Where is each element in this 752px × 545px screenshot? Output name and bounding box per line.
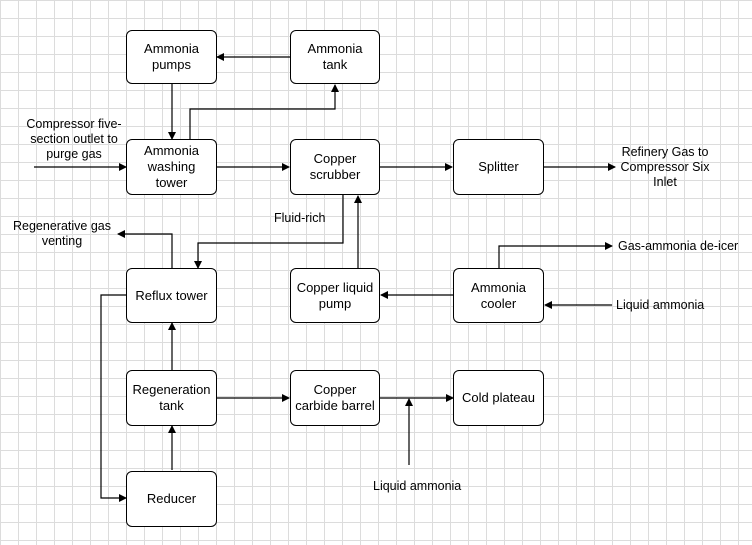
edge-cooler-to-deicer bbox=[498, 242, 613, 268]
node-splitter[interactable]: Splitter bbox=[453, 139, 544, 195]
label-liquid-ammonia-bottom: Liquid ammonia bbox=[373, 479, 462, 493]
node-copper-carbide-barrel-label: Copper carbide barrel bbox=[295, 382, 375, 413]
node-ammonia-washing-tower-label: Ammonia washing tower bbox=[144, 143, 199, 190]
edge-reflux-to-venting bbox=[117, 230, 173, 268]
node-reducer[interactable]: Reducer bbox=[126, 471, 217, 527]
node-copper-scrubber-label: Copper scrubber bbox=[309, 151, 361, 182]
node-copper-liquid-pump[interactable]: Copper liquid pump bbox=[290, 268, 380, 323]
node-ammonia-pumps-label: Ammonia pumps bbox=[144, 41, 199, 72]
node-ammonia-tank[interactable]: Ammonia tank bbox=[290, 30, 380, 84]
label-regenerative-gas-venting: Regenerative gas venting bbox=[13, 219, 111, 248]
label-fluid-rich: Fluid-rich bbox=[274, 211, 326, 225]
edge-washing-to-tank bbox=[189, 84, 339, 139]
node-regeneration-tank-label: Regeneration tank bbox=[132, 382, 211, 413]
node-copper-scrubber[interactable]: Copper scrubber bbox=[290, 139, 380, 195]
node-ammonia-pumps[interactable]: Ammonia pumps bbox=[126, 30, 217, 84]
node-cold-plateau-label: Cold plateau bbox=[462, 390, 535, 405]
label-compressor-five-section: Compressor five- section outlet to purge… bbox=[26, 117, 122, 161]
label-gas-ammonia-deicer: Gas-ammonia de-icer bbox=[618, 239, 739, 253]
node-reflux-tower[interactable]: Reflux tower bbox=[126, 268, 217, 323]
node-ammonia-washing-tower[interactable]: Ammonia washing tower bbox=[126, 139, 217, 195]
node-reflux-tower-label: Reflux tower bbox=[135, 287, 208, 303]
node-ammonia-cooler-label: Ammonia cooler bbox=[471, 279, 526, 311]
label-liquid-ammonia-right: Liquid ammonia bbox=[616, 298, 705, 312]
node-splitter-label: Splitter bbox=[478, 159, 519, 174]
node-cold-plateau[interactable]: Cold plateau bbox=[453, 370, 544, 426]
node-reducer-label: Reducer bbox=[146, 491, 197, 506]
node-ammonia-tank-label: Ammonia tank bbox=[307, 41, 363, 72]
edge-reflux-to-reducer bbox=[100, 294, 127, 502]
node-copper-liquid-pump-label: Copper liquid pump bbox=[296, 279, 374, 311]
node-copper-carbide-barrel[interactable]: Copper carbide barrel bbox=[290, 370, 380, 426]
label-refinery-gas: Refinery Gas to Compressor Six Inlet bbox=[620, 145, 710, 189]
node-regeneration-tank[interactable]: Regeneration tank bbox=[126, 370, 217, 426]
edge-scrubber-to-reflux bbox=[194, 195, 344, 269]
node-ammonia-cooler[interactable]: Ammonia cooler bbox=[453, 268, 544, 323]
